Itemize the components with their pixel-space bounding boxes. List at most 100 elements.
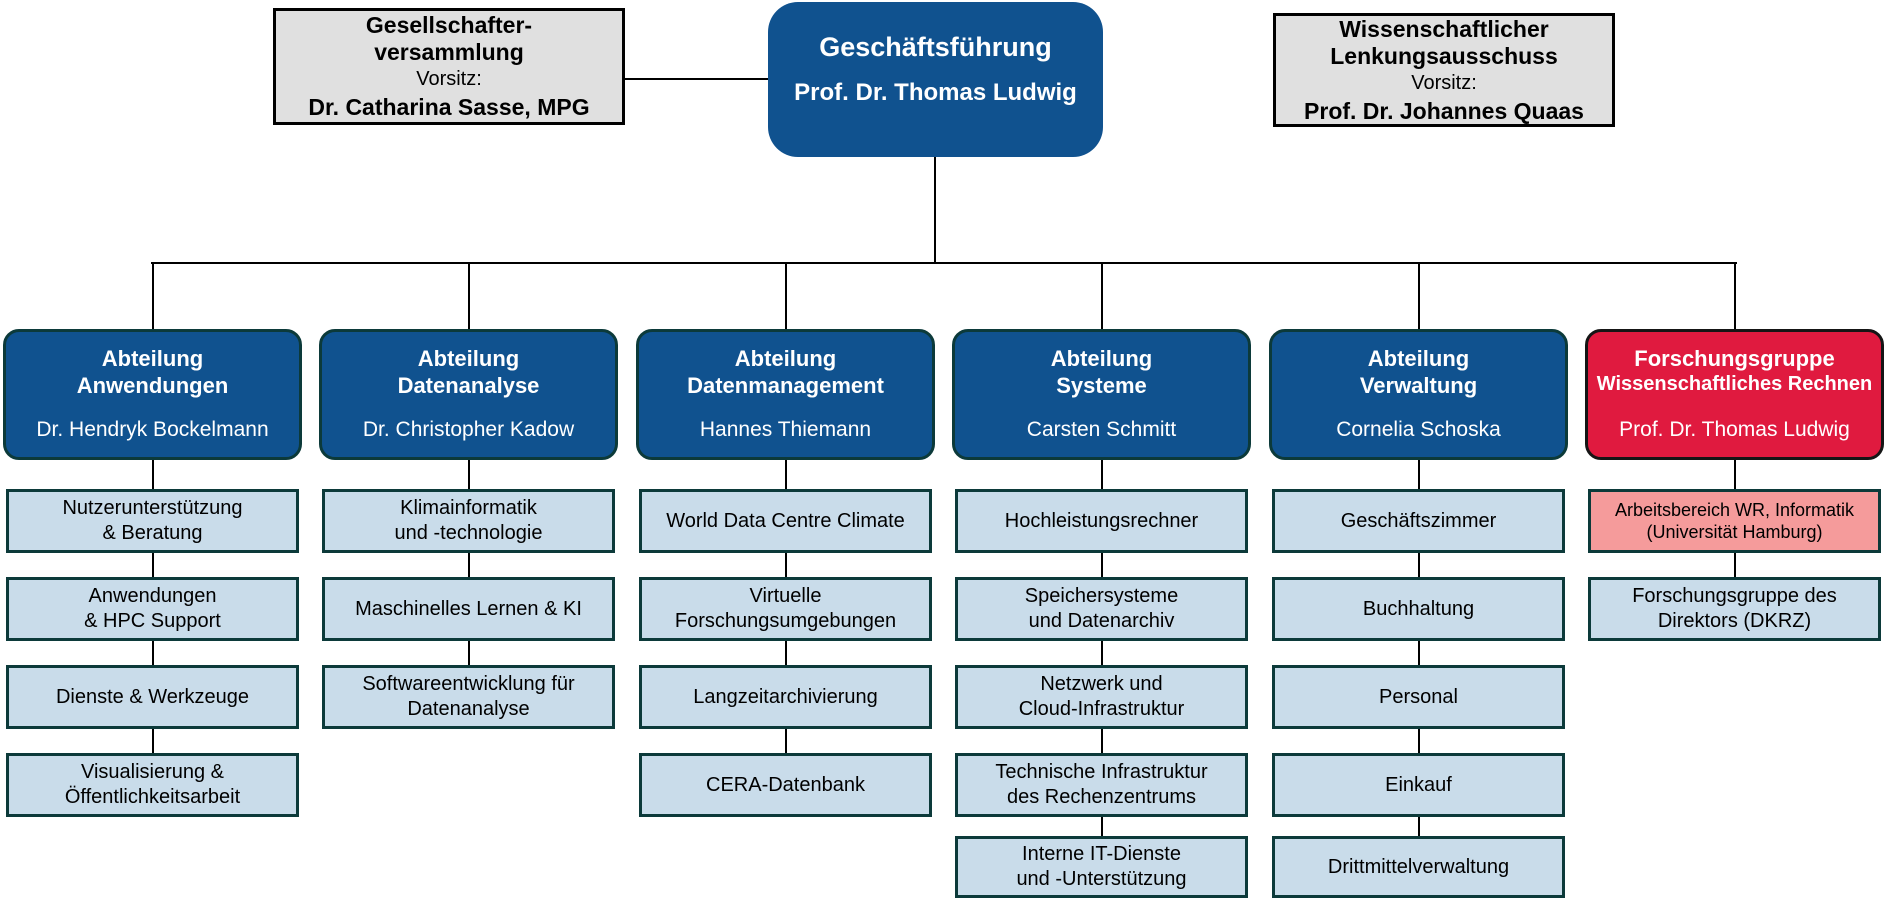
connector-stub <box>467 553 470 577</box>
connector-stub <box>151 264 154 329</box>
steering-box: Wissenschaftlicher Lenkungsausschuss Vor… <box>1273 13 1615 127</box>
connector-stub <box>784 641 787 665</box>
unit-label-line: (Universität Hamburg) <box>1646 522 1823 542</box>
department-leader: Hannes Thiemann <box>699 418 872 441</box>
unit-label-line: Direktors (DKRZ) <box>1657 610 1812 632</box>
department-title-line: Verwaltung <box>1359 373 1478 398</box>
connector-stub <box>1733 553 1736 577</box>
connector-stub <box>1733 460 1736 489</box>
department-title-line: Anwendungen <box>76 373 229 398</box>
unit-box-anwendungen-2: Dienste & Werkzeuge <box>6 665 299 729</box>
department-leader: Dr. Hendryk Bockelmann <box>36 418 269 441</box>
unit-label-line: Softwareentwicklung für <box>362 673 575 695</box>
unit-label-line: Maschinelles Lernen & KI <box>355 597 582 620</box>
steering-title-line1: Wissenschaftlicher <box>1339 15 1549 42</box>
connector-stub <box>467 460 470 489</box>
department-title-line: Abteilung <box>1050 346 1153 371</box>
unit-box-datenmanagement-0: World Data Centre Climate <box>639 489 932 553</box>
connector-stub <box>1417 641 1420 665</box>
unit-label-line: Technische Infrastruktur <box>995 761 1208 783</box>
connector-stub <box>1417 460 1420 489</box>
connector-stub <box>1417 817 1420 836</box>
unit-label-line: Speichersysteme <box>1024 585 1179 607</box>
unit-box-verwaltung-3: Einkauf <box>1272 753 1565 817</box>
department-title-line: Abteilung <box>417 346 520 371</box>
unit-label-line: CERA-Datenbank <box>706 773 865 796</box>
connector-stub <box>1100 817 1103 836</box>
unit-label-line: Datenanalyse <box>407 698 530 720</box>
department-title-line: Abteilung <box>734 346 837 371</box>
unit-label-line: Forschungsgruppe des <box>1632 585 1837 607</box>
unit-label-line: Dienste & Werkzeuge <box>55 685 250 708</box>
connector-stub <box>151 553 154 577</box>
connector-stub <box>784 729 787 753</box>
department-leader: Dr. Christopher Kadow <box>362 418 575 441</box>
unit-label-line: Einkauf <box>1385 773 1452 796</box>
shareholders-chair-label: Vorsitz: <box>416 68 482 90</box>
connector-stub <box>784 460 787 489</box>
shareholders-box: Gesellschafter- versammlung Vorsitz: Dr.… <box>273 8 625 125</box>
department-leader: Prof. Dr. Thomas Ludwig <box>1619 418 1850 441</box>
unit-box-systeme-0: Hochleistungsrechner <box>955 489 1248 553</box>
unit-label-line: World Data Centre Climate <box>666 509 905 532</box>
management-title: Geschäftsführung <box>819 32 1052 62</box>
unit-label-line: Personal <box>1379 685 1458 708</box>
unit-label-line: und -technologie <box>394 522 543 544</box>
connector-stub <box>1100 729 1103 753</box>
unit-box-systeme-3: Technische Infrastruktur des Rechenzentru… <box>955 753 1248 817</box>
shareholders-chair-name: Dr. Catharina Sasse, MPG <box>308 94 590 120</box>
connector-shareholders-management <box>625 78 768 80</box>
connector-stub <box>151 460 154 489</box>
unit-box-datenmanagement-3: CERA-Datenbank <box>639 753 932 817</box>
unit-label-line: Interne IT-Dienste <box>1022 843 1181 865</box>
connector-stub <box>1417 729 1420 753</box>
connector-stub <box>151 729 154 753</box>
unit-box-verwaltung-0: Geschäftszimmer <box>1272 489 1565 553</box>
unit-box-systeme-1: Speichersysteme und Datenarchiv <box>955 577 1248 641</box>
department-title-line: Forschungsgruppe <box>1634 346 1835 371</box>
connector-stub <box>1100 264 1103 329</box>
unit-label-line: Cloud-Infrastruktur <box>1018 698 1185 720</box>
connector-stub <box>1100 460 1103 489</box>
unit-box-anwendungen-1: Anwendungen& HPC Support <box>6 577 299 641</box>
department-leader: Carsten Schmitt <box>1026 418 1177 441</box>
unit-label-line: Geschäftszimmer <box>1340 509 1497 532</box>
unit-label-line: & HPC Support <box>84 610 221 632</box>
unit-label-line: Netzwerk und <box>1040 673 1163 695</box>
unit-label-line: Arbeitsbereich WR, Informatik <box>1614 500 1855 520</box>
unit-label-line: und Datenarchiv <box>1028 610 1175 632</box>
department-title-line: Datenanalyse <box>397 373 540 398</box>
shareholders-title-line1: Gesellschafter- <box>365 12 533 38</box>
unit-label-line: des Rechenzentrums <box>1007 786 1196 808</box>
unit-box-datenmanagement-2: Langzeitarchivierung <box>639 665 932 729</box>
connector-stub <box>1417 553 1420 577</box>
department-leader: Cornelia Schoska <box>1336 418 1501 441</box>
connector-stub <box>1100 553 1103 577</box>
department-title-line: Abteilung <box>1367 346 1470 371</box>
department-title-line: Abteilung <box>101 346 204 371</box>
management-name: Prof. Dr. Thomas Ludwig <box>794 79 1077 106</box>
unit-label-line: Forschungsumgebungen <box>674 610 897 632</box>
connector-distribution-line <box>151 262 1737 264</box>
connector-stub <box>467 264 470 329</box>
connector-stub <box>784 264 787 329</box>
connector-stub <box>1733 264 1736 329</box>
connector-stub <box>467 641 470 665</box>
unit-box-anwendungen-3: Visualisierung &Öffentlichkeitsarbeit <box>6 753 299 817</box>
connector-stub <box>1417 264 1420 329</box>
